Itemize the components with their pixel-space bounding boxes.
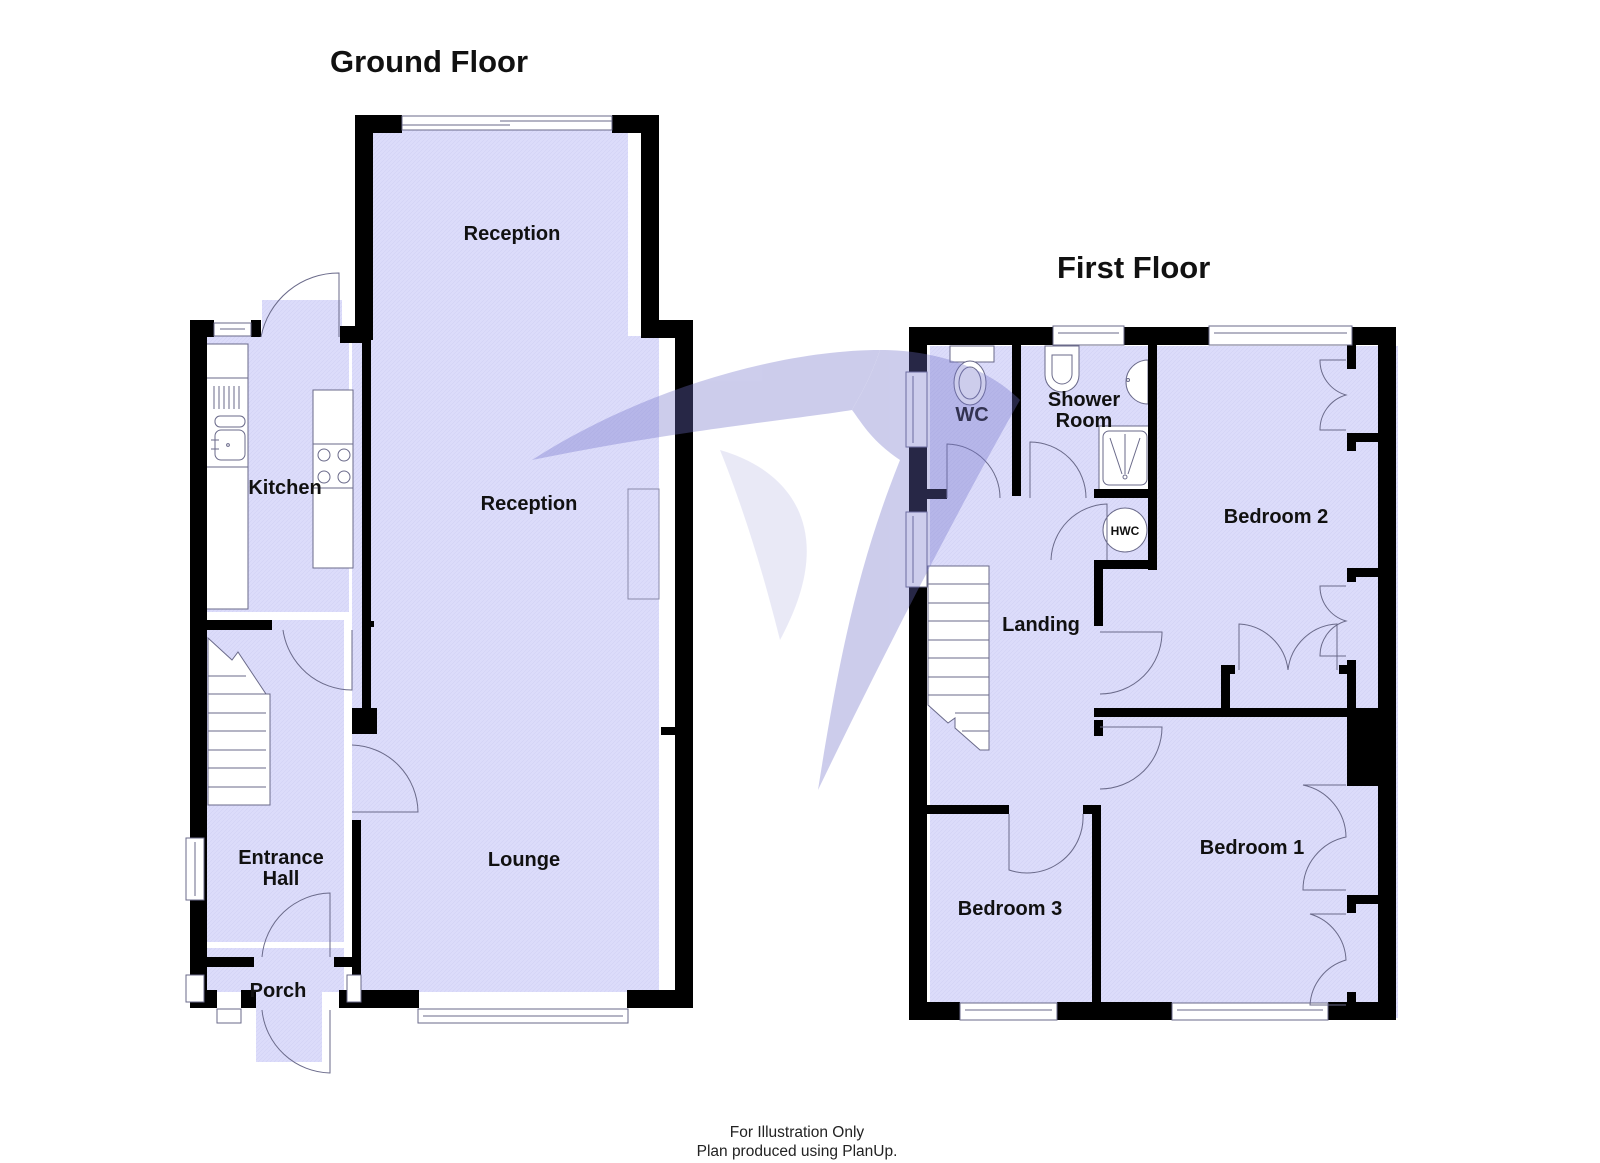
room-label-kitchen: Kitchen xyxy=(248,477,321,499)
wardrobe-door-b2-bottom xyxy=(1319,585,1348,657)
hwc-door-swing xyxy=(1050,503,1108,561)
room-label-landing: Landing xyxy=(1002,614,1080,636)
room-label-wc: WC xyxy=(955,404,988,426)
porch-floor xyxy=(204,948,344,992)
sink-icon xyxy=(211,386,246,461)
chimney-breast xyxy=(627,488,660,600)
room-label-bedroom-3: Bedroom 3 xyxy=(958,898,1062,920)
reception-lounge-floor xyxy=(352,336,659,992)
watermark-logo xyxy=(532,350,1020,790)
first-floor-walls xyxy=(909,327,1396,1020)
kitchen-back-door-swing xyxy=(260,272,340,338)
room-label-reception: Reception xyxy=(481,493,578,515)
first-floor-title: First Floor xyxy=(1057,250,1211,285)
room-label-shower-room-2: Room xyxy=(1056,410,1113,432)
wardrobe-door-b2-top xyxy=(1319,359,1348,431)
room-label-bedroom-2: Bedroom 2 xyxy=(1224,506,1328,528)
wardrobe-door-b1-bottom xyxy=(1309,913,1347,1006)
room-label-reception-rear: Reception xyxy=(464,223,561,245)
reception-rear-floor xyxy=(362,130,628,340)
staircase-first xyxy=(927,565,990,751)
room-label-porch: Porch xyxy=(250,980,307,1002)
hwc-cylinder: HWC xyxy=(1102,507,1148,553)
kitchen-worktop-left xyxy=(203,343,249,610)
ground-floor-plan: Reception Reception Lounge Kitchen Entra… xyxy=(185,115,693,1074)
kitchen-door-floor xyxy=(262,300,342,340)
first-doors xyxy=(946,359,1348,1006)
toilet-icon-shower-room xyxy=(1044,345,1080,393)
kitchen-worktop-right xyxy=(312,389,354,569)
ground-floor-title: Ground Floor xyxy=(330,44,529,79)
first-floor-fill xyxy=(930,346,1398,1018)
bedroom2-door-swing xyxy=(1099,631,1163,695)
room-label-lounge: Lounge xyxy=(488,849,560,871)
toilet-icon-wc xyxy=(949,345,995,406)
lounge-door-swing xyxy=(351,744,419,813)
footer-line-1: For Illustration Only xyxy=(729,1124,865,1141)
footer-line-2: Plan produced using PlanUp. xyxy=(696,1143,898,1160)
porch-door-floor xyxy=(256,992,322,1062)
hall-porch-door-swing xyxy=(261,892,331,958)
footer-disclaimer: For Illustration Only Plan produced usin… xyxy=(0,1123,1600,1161)
ground-doors xyxy=(260,272,419,1074)
shower-door-swing xyxy=(1029,441,1087,499)
room-label-shower-room-1: Shower xyxy=(1048,389,1120,411)
shower-tray-icon xyxy=(1098,425,1152,491)
wardrobe-door-b2-mid xyxy=(1238,623,1338,671)
bedroom1-door-swing xyxy=(1099,726,1163,790)
staircase-ground xyxy=(207,636,271,806)
room-label-entrance-hall-2: Hall xyxy=(263,868,300,890)
wc-door-swing xyxy=(946,443,1001,499)
first-windows xyxy=(905,325,1353,1021)
kitchen-door-swing xyxy=(282,629,353,691)
hwc-label: HWC xyxy=(1111,524,1140,538)
first-floor-plan: HWC xyxy=(905,325,1398,1021)
hob-icon xyxy=(317,448,351,484)
basin-icon xyxy=(1125,359,1149,405)
front-door-swing xyxy=(261,1009,331,1074)
ground-windows xyxy=(185,115,629,1024)
room-label-bedroom-1: Bedroom 1 xyxy=(1200,837,1304,859)
wardrobe-door-b1-top xyxy=(1302,784,1347,891)
room-label-entrance-hall-1: Entrance xyxy=(238,847,324,869)
bedroom3-door-swing xyxy=(1008,813,1084,874)
